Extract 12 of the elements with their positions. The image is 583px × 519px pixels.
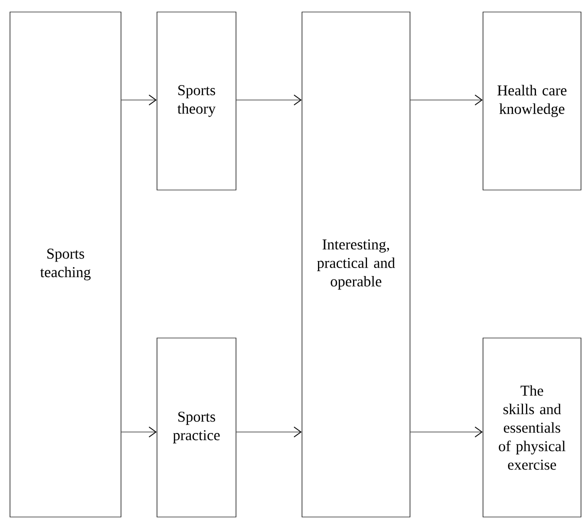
process-box: Sports practice [156, 338, 236, 518]
arrow [121, 94, 157, 106]
arrow [236, 426, 302, 438]
arrow [410, 426, 483, 438]
process-box: The skills and essentials of physical exercise [482, 338, 582, 518]
arrow [236, 94, 302, 106]
process-box: Sports teaching [10, 12, 122, 518]
process-box: Interesting, practical and operable [302, 12, 410, 518]
process-box: Health care knowledge [482, 12, 582, 190]
arrow [410, 94, 483, 106]
process-box: Sports theory [156, 12, 236, 190]
arrow [121, 426, 157, 438]
